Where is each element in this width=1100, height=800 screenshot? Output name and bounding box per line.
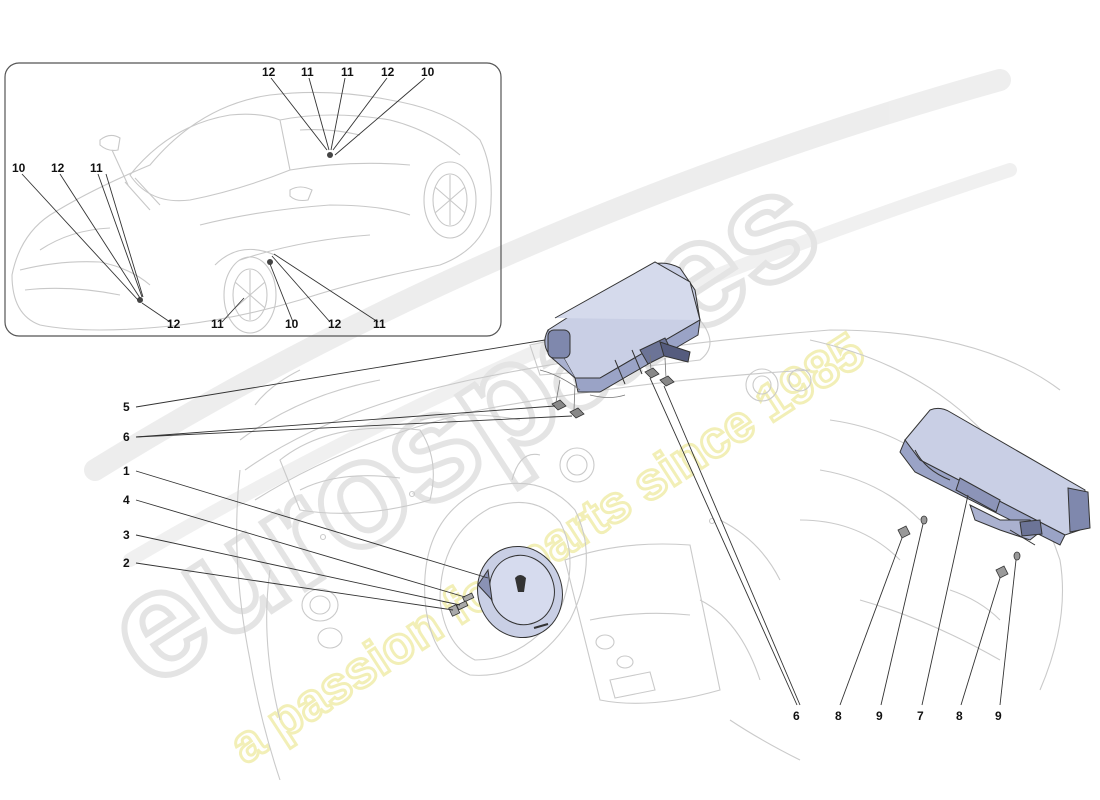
steering-wheel-airbag — [477, 545, 563, 639]
airbag-nuts — [551, 367, 675, 419]
callout-5: 5 — [123, 400, 130, 414]
airbag-module-passenger — [899, 407, 1091, 546]
inset-frame — [4, 62, 502, 337]
inset-callout-top-1: 12 — [262, 65, 276, 79]
callout-6-bottom: 6 — [793, 709, 800, 723]
inset-callout-top-2: 11 — [301, 65, 314, 79]
callout-4: 4 — [123, 493, 130, 507]
inset-callout-top-3: 11 — [341, 65, 354, 79]
callout-6-left: 6 — [123, 430, 130, 444]
inset-callout-top-4: 12 — [381, 65, 395, 79]
inset-callout-bottom-4: 12 — [328, 317, 342, 331]
watermark: eurospares a passion for parts since 198… — [73, 69, 1017, 777]
callout-8-a: 8 — [835, 709, 842, 723]
callout-3: 3 — [123, 528, 130, 542]
main-callouts: 5 6 1 4 3 2 6 8 9 7 8 9 — [123, 400, 1002, 723]
inset-callout-left-3: 11 — [90, 161, 103, 175]
inset-callout-bottom-5: 11 — [373, 317, 386, 331]
airbag-mount-posts — [539, 354, 667, 411]
inset-callout-top-5: 10 — [421, 65, 435, 79]
car-overview-inset: 12 11 11 12 10 10 12 11 12 11 10 12 11 — [4, 62, 502, 337]
callout-8-b: 8 — [956, 709, 963, 723]
inset-markers — [137, 152, 333, 303]
inset-callout-left-2: 12 — [51, 161, 65, 175]
main-leader-lines — [135, 339, 1017, 706]
inset-callout-bottom-1: 12 — [167, 317, 181, 331]
inset-callout-bottom-2: 11 — [211, 317, 224, 331]
callout-9-a: 9 — [876, 709, 883, 723]
callout-2: 2 — [123, 556, 130, 570]
callout-7: 7 — [917, 709, 924, 723]
airbag-module-dashboard — [544, 261, 701, 393]
callout-9-b: 9 — [995, 709, 1002, 723]
callout-1: 1 — [123, 464, 130, 478]
inset-leader-lines — [21, 77, 426, 323]
steering-airbag-fasteners — [448, 592, 475, 617]
inset-callout-left-1: 10 — [12, 161, 26, 175]
passenger-airbag-fasteners — [897, 515, 1021, 579]
inset-callouts: 12 11 11 12 10 10 12 11 12 11 10 12 11 — [12, 65, 435, 331]
inset-callout-bottom-3: 10 — [285, 317, 299, 331]
car-outline — [11, 91, 492, 334]
